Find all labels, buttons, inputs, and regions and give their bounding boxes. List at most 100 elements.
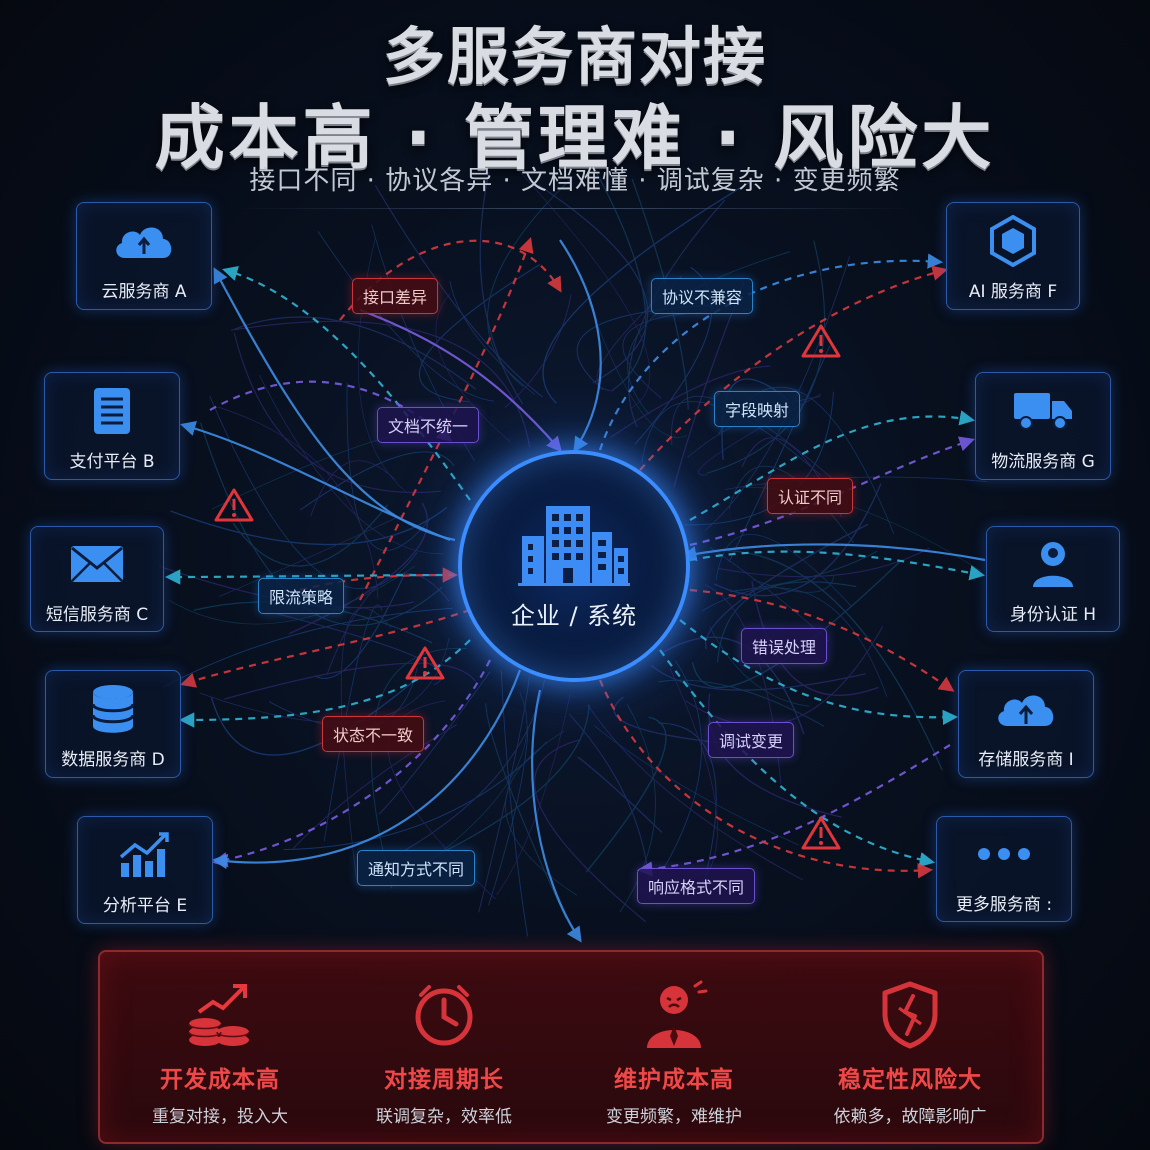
- mesh-line: [317, 231, 495, 402]
- flow-connector: [359, 308, 563, 453]
- mesh-line: [435, 293, 512, 443]
- flow-connector: [559, 239, 602, 453]
- flow-connector: [689, 588, 955, 692]
- mesh-line: [494, 144, 651, 409]
- provider-c[interactable]: 短信服务商 C: [30, 526, 164, 632]
- coins-rising-icon: [185, 980, 255, 1050]
- mesh-line: [671, 395, 832, 479]
- mesh-line: [370, 648, 467, 889]
- chart-icon: [110, 825, 180, 885]
- mesh-line: [346, 382, 431, 551]
- hexagon-icon: [978, 211, 1048, 271]
- mesh-line: [585, 716, 667, 873]
- mesh-line: [724, 476, 987, 490]
- mesh-line: [232, 504, 389, 567]
- database-icon: [78, 679, 148, 739]
- mesh-line: [288, 502, 429, 635]
- cost-title: 稳定性风险大: [838, 1067, 982, 1093]
- cost-desc: 变更频繁，难维护: [606, 1107, 742, 1127]
- mesh-line: [224, 662, 477, 700]
- mesh-line: [537, 184, 649, 384]
- mesh-line: [283, 741, 548, 851]
- mesh-line: [487, 176, 574, 387]
- provider-i[interactable]: 存储服务商 I: [958, 670, 1094, 778]
- provider-label: 云服务商 A: [101, 281, 187, 302]
- mesh-line: [622, 311, 707, 399]
- provider-d[interactable]: 数据服务商 D: [45, 670, 181, 778]
- mesh-line: [478, 677, 530, 913]
- mesh-line: [323, 604, 383, 842]
- mesh-line: [730, 550, 878, 593]
- provider-h[interactable]: 身份认证 H: [986, 526, 1120, 632]
- mesh-line: [651, 665, 866, 691]
- mesh-line: [449, 281, 535, 395]
- mesh-line: [715, 534, 852, 607]
- cost-title: 维护成本高: [614, 1067, 734, 1093]
- mesh-line: [170, 506, 448, 546]
- mesh-line: [219, 514, 403, 597]
- cost-title: 开发成本高: [160, 1067, 280, 1093]
- broken-shield-icon: [875, 980, 945, 1050]
- mesh-line: [588, 301, 688, 438]
- provider-e[interactable]: 分析平台 E: [77, 816, 213, 924]
- provider-more[interactable]: 更多服务商 :: [936, 816, 1072, 922]
- cost-panel: 开发成本高 重复对接，投入大 对接周期长 联调复杂，效率低 维护成本高 变更频繁…: [98, 950, 1044, 1144]
- mesh-line: [479, 171, 524, 405]
- cloud-icon: [109, 211, 179, 271]
- user-icon: [1018, 534, 1088, 594]
- cost-desc: 重复对接，投入大: [152, 1107, 288, 1127]
- building-icon: [518, 502, 630, 590]
- flow-connector: [689, 550, 986, 581]
- title-line-2: 成本高 · 管理难 · 风险大: [154, 97, 996, 179]
- flow-connector: [211, 669, 522, 870]
- mesh-line: [718, 547, 930, 578]
- mesh-line: [488, 726, 529, 906]
- cost-item-stability: 稳定性风险大 依赖多，故障影响广: [810, 980, 1010, 1127]
- tag-response-format: 响应格式不同: [637, 868, 756, 904]
- mesh-line: [299, 451, 455, 511]
- mesh-line: [310, 460, 396, 517]
- flow-connector: [164, 569, 456, 585]
- provider-g[interactable]: 物流服务商 G: [975, 372, 1111, 480]
- mesh-line: [658, 679, 825, 727]
- cost-item-dev: 开发成本高 重复对接，投入大: [120, 980, 320, 1127]
- mesh-line: [326, 572, 450, 676]
- provider-label: AI 服务商 F: [968, 281, 1058, 302]
- mesh-line: [707, 693, 842, 818]
- tag-notify-different: 通知方式不同: [357, 850, 476, 886]
- tag-state-inconsistent: 状态不一致: [322, 716, 425, 752]
- subtitle-divider: [235, 208, 915, 209]
- mesh-line: [485, 703, 567, 919]
- tag-debug-change: 调试变更: [708, 722, 795, 758]
- mesh-line: [669, 668, 718, 882]
- provider-b[interactable]: 支付平台 B: [44, 372, 180, 480]
- mesh-line: [357, 238, 408, 494]
- mesh-line: [400, 679, 546, 854]
- mesh-line: [721, 378, 789, 460]
- mesh-line: [691, 560, 901, 688]
- flow-connector: [531, 689, 582, 943]
- mesh-line: [533, 738, 647, 923]
- flow-connector: [679, 619, 959, 726]
- subtitle: 接口不同 · 协议各异 · 文档难懂 · 调试复杂 · 变更频繁: [249, 166, 901, 196]
- flow-connector: [639, 265, 948, 471]
- hub-enterprise-system[interactable]: 企业 / 系统: [458, 450, 690, 682]
- provider-f[interactable]: AI 服务商 F: [946, 202, 1080, 310]
- provider-label: 更多服务商 :: [955, 894, 1053, 915]
- warning-icon: [405, 646, 445, 680]
- flow-connector: [213, 267, 456, 542]
- provider-a[interactable]: 云服务商 A: [76, 202, 212, 310]
- cost-desc: 依赖多，故障影响广: [833, 1107, 987, 1127]
- cost-item-cycle: 对接周期长 联调复杂，效率低: [344, 980, 544, 1127]
- hub-label: 企业 / 系统: [510, 601, 638, 630]
- mesh-line: [653, 660, 702, 885]
- flow-connector: [689, 410, 976, 521]
- mesh-line: [496, 693, 571, 896]
- mesh-line: [163, 607, 453, 688]
- tag-field-mapping: 字段映射: [714, 391, 801, 427]
- warning-icon: [801, 816, 841, 850]
- mesh-line: [641, 401, 821, 476]
- mail-icon: [62, 534, 132, 594]
- tag-interface-diff: 接口差异: [352, 278, 439, 314]
